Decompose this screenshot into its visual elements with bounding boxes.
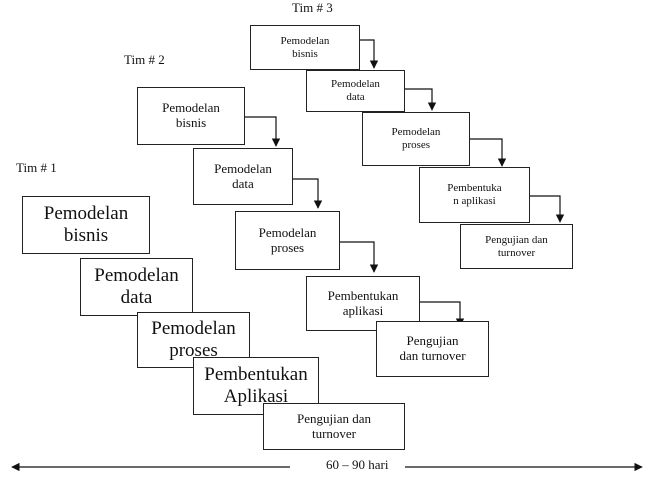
team-label-2: Tim # 2	[124, 52, 165, 67]
team3-step-2: Pemodelan data	[306, 70, 405, 112]
team2-step-5: Pengujian dan turnover	[376, 321, 489, 377]
team2-step-2-label: Pemodelan data	[214, 160, 272, 191]
team3-step-1-label: Pemodelan bisnis	[280, 34, 330, 60]
team1-step-2-label: Pemodelan data	[94, 265, 179, 308]
team3-step-3-label: Pemodelan proses	[391, 126, 441, 151]
team1-step-3-label: Pemodelan proses	[151, 318, 236, 361]
team1-step-5: Pengujian dan turnover	[263, 403, 405, 450]
team3-step-1: Pemodelan bisnis	[250, 25, 360, 70]
team1-step-1: Pemodelan bisnis	[22, 196, 150, 254]
arrow-t3-4	[530, 195, 565, 223]
arrow-t2-2	[293, 178, 323, 209]
team1-step-4-label: Pembentukan Aplikasi	[204, 364, 308, 407]
team2-step-2: Pemodelan data	[193, 148, 293, 205]
team2-step-3-label: Pemodelan proses	[258, 224, 317, 255]
arrow-t3-2	[405, 88, 437, 111]
team1-step-5-label: Pengujian dan turnover	[296, 410, 371, 441]
team2-step-1-label: Pemodelan bisnis	[162, 100, 220, 130]
team3-step-2-label: Pemodelan data	[331, 78, 380, 103]
team1-step-2: Pemodelan data	[80, 258, 193, 316]
arrow-t3-3	[470, 138, 507, 167]
team3-step-4-label: Pembentuka n aplikasi	[447, 182, 502, 207]
arrow-t2-1	[245, 116, 281, 147]
team2-step-4-label: Pembentukan aplikasi	[327, 287, 399, 318]
team3-step-5-label: Pengujian dan turnover	[485, 233, 548, 259]
arrow-t2-3	[340, 241, 379, 273]
team2-step-3: Pemodelan proses	[235, 211, 340, 270]
team2-step-1: Pemodelan bisnis	[137, 87, 245, 145]
team2-step-5-label: Pengujian dan turnover	[399, 333, 466, 363]
team3-step-4: Pembentuka n aplikasi	[419, 167, 530, 223]
arrow-t3-1	[360, 39, 379, 69]
team3-step-5: Pengujian dan turnover	[460, 224, 573, 269]
team-label-3: Tim # 3	[292, 0, 333, 15]
team1-step-1-label: Pemodelan bisnis	[43, 203, 129, 246]
team3-step-3: Pemodelan proses	[362, 112, 470, 166]
team-label-1: Tim # 1	[16, 160, 57, 175]
timeline-label: 60 – 90 hari	[322, 457, 393, 473]
